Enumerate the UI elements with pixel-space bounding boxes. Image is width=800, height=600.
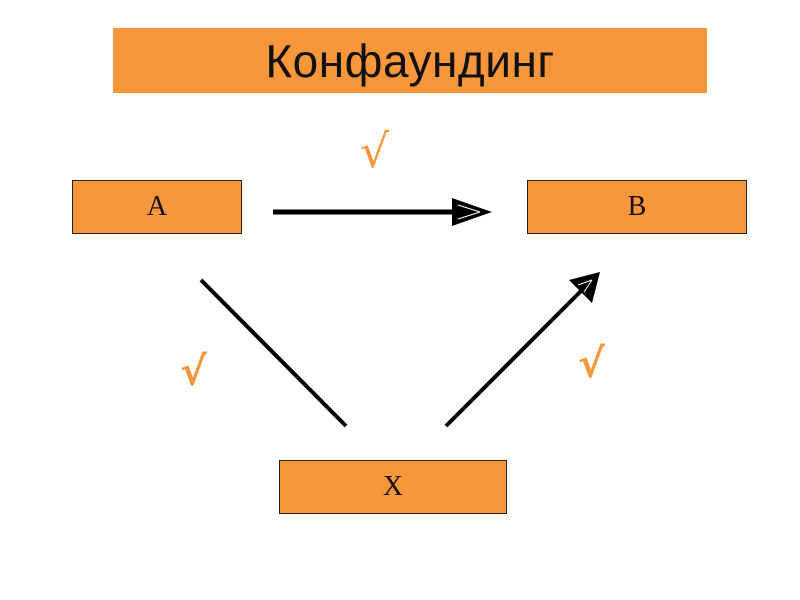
check-mark-a-b: √ <box>360 124 390 178</box>
node-b: B <box>527 180 747 234</box>
page-title: Конфаундинг <box>265 34 555 87</box>
title-banner: Конфаундинг <box>113 28 707 93</box>
check-mark-a-x: √ <box>180 349 207 395</box>
node-x: X <box>279 460 507 514</box>
line-a-to-x <box>199 278 348 428</box>
arrow-x-to-b <box>444 272 600 428</box>
check-mark-x-b: √ <box>578 341 605 387</box>
arrow-a-to-b <box>273 198 492 226</box>
node-a: A <box>72 180 242 234</box>
